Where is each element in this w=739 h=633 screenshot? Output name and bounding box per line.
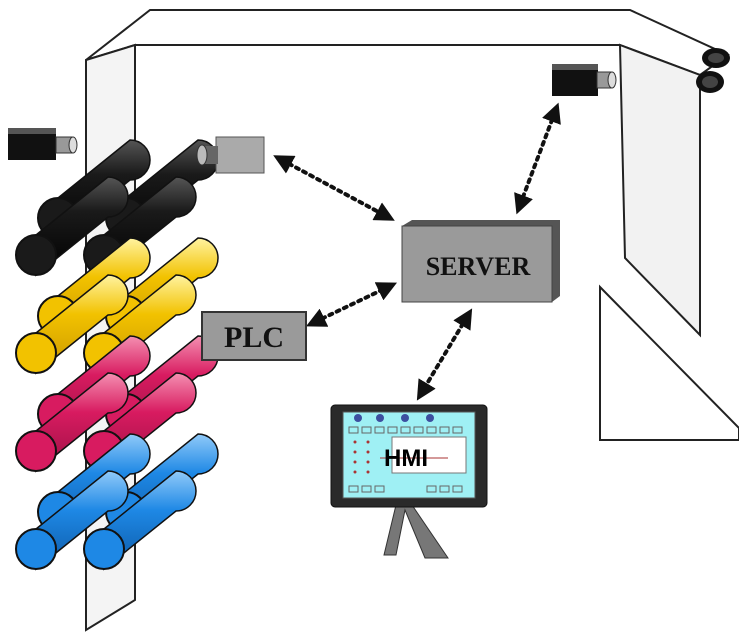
- top-right-rollers: [696, 48, 730, 93]
- roller-cyan-end: [83, 528, 125, 570]
- hmi-monitor-icon: HMI: [330, 404, 488, 559]
- camera-icon: [552, 64, 617, 96]
- connection-camera-server: [514, 102, 561, 215]
- connection-camera-server: [273, 155, 395, 221]
- hmi-label: HMI: [384, 445, 428, 472]
- plc-node: PLC: [201, 311, 307, 361]
- server-node: SERVER: [401, 220, 560, 303]
- printing-rollers: [15, 139, 219, 571]
- camera-icon: [196, 136, 265, 174]
- connection-plc-server: [305, 282, 398, 327]
- roller-magenta: [35, 372, 129, 473]
- plc-label: PLC: [224, 321, 284, 354]
- roller-cyan: [35, 470, 129, 571]
- connection-server-hmi: [416, 308, 473, 401]
- roller-cyan-end: [15, 528, 57, 570]
- roller-black: [35, 176, 129, 277]
- server-label: SERVER: [426, 252, 531, 281]
- roller-magenta-end: [15, 430, 57, 472]
- paper-web: [85, 9, 739, 632]
- connections: [273, 102, 561, 401]
- roller-cyan: [103, 470, 197, 571]
- roller-yellow-end: [15, 332, 57, 374]
- roller-yellow: [35, 274, 129, 375]
- camera-icon: [8, 128, 78, 160]
- roller-black-end: [15, 234, 57, 276]
